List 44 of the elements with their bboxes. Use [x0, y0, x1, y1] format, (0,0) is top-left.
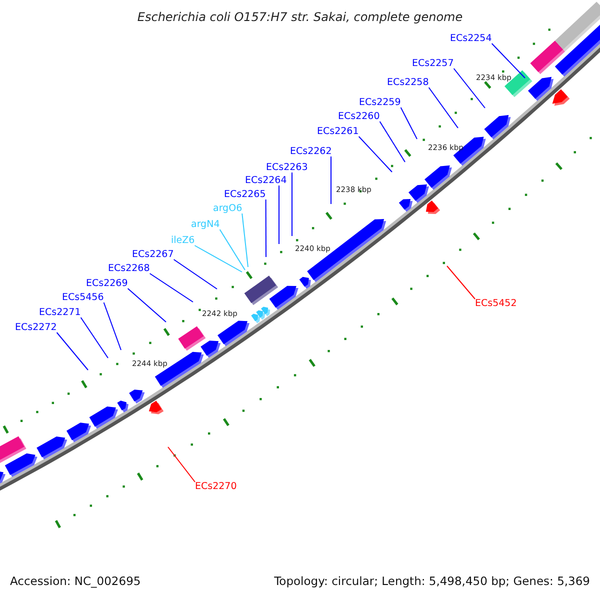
- leader-line: [379, 121, 406, 162]
- leader-line: [168, 446, 196, 482]
- leader-line: [491, 43, 526, 78]
- leader-line: [127, 288, 166, 322]
- gene-label: ECs2269: [86, 279, 128, 288]
- gene-label: argO6: [213, 204, 242, 214]
- gene-label: ileZ6: [171, 236, 195, 246]
- map-title: Escherichia coli O157:H7 str. Sakai, complete genome: [136, 11, 464, 23]
- leader-line: [173, 259, 218, 290]
- leader-line: [242, 213, 248, 268]
- gene-label: ECs2270: [195, 482, 237, 492]
- gene-label: ECs2260: [338, 112, 380, 122]
- gene-label: ECs2254: [450, 34, 492, 44]
- gene-label: ECs2265: [224, 190, 266, 200]
- gene-label: ECs2264: [245, 176, 287, 186]
- gene-label: ECs2257: [412, 59, 454, 68]
- gene-label: ECs2263: [266, 163, 308, 172]
- gene-label: ECs2272: [15, 323, 57, 332]
- genome-info-text: Topology: circular; Length: 5,498,450 bp; Genes: 5,369: [274, 576, 590, 588]
- leader-line: [278, 185, 280, 244]
- leader-line: [358, 136, 392, 172]
- gene-label: ECs2261: [317, 127, 359, 136]
- gene-label: ECs2271: [39, 308, 81, 318]
- leader-line: [56, 332, 88, 370]
- leader-line: [446, 266, 476, 300]
- leader-line: [400, 107, 418, 140]
- leader-line: [80, 317, 108, 358]
- gene-label: ECs5452: [475, 299, 517, 308]
- leader-line: [330, 156, 332, 204]
- leader-line: [265, 199, 266, 258]
- accession-text: Accession: NC_002695: [10, 576, 141, 588]
- leader-line: [453, 68, 486, 108]
- leader-line: [103, 302, 122, 350]
- gene-label: ECs2258: [387, 78, 429, 88]
- gene-label: ECs2267: [132, 250, 174, 260]
- leader-line: [428, 87, 458, 128]
- gene-label: ECs2262: [290, 147, 332, 156]
- gene-label: argN4: [191, 220, 220, 230]
- gene-label: ECs2268: [108, 264, 150, 274]
- gene-label: ECs5456: [62, 293, 104, 302]
- leader-line: [219, 229, 246, 270]
- leader-line: [194, 245, 242, 272]
- gene-label: ECs2259: [359, 98, 401, 108]
- leader-line: [149, 273, 194, 302]
